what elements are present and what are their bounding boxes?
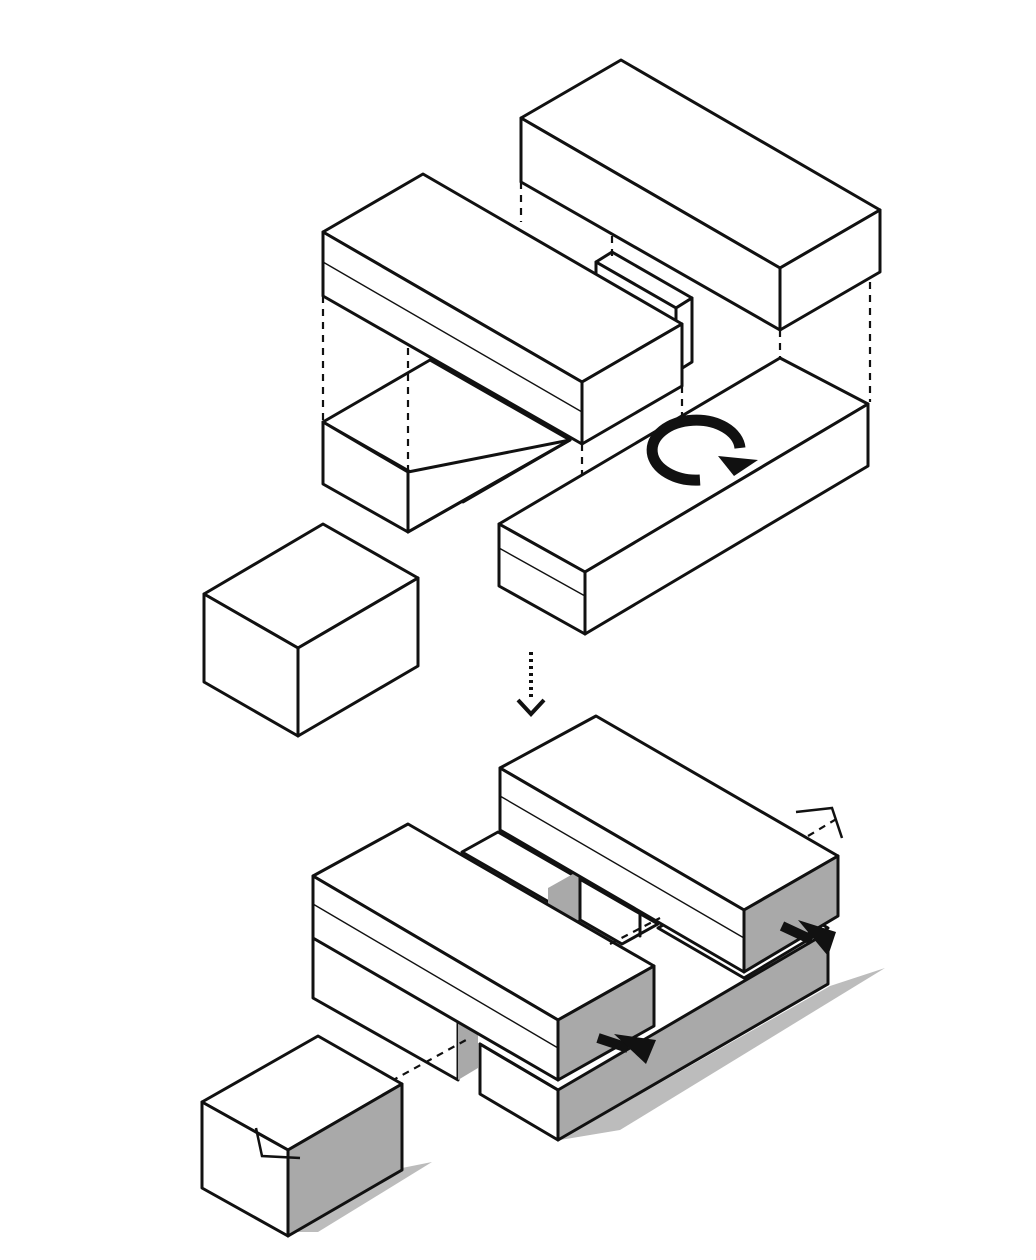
axis-arrow-icon: [795, 806, 844, 839]
assembled-cube-block: [200, 1034, 404, 1238]
cube-block: [202, 522, 420, 738]
move-down-arrow-icon: [516, 652, 546, 717]
move-arrow-icon: [596, 1033, 656, 1064]
assembled-massing: [200, 714, 885, 1238]
exploded-assembly: [202, 58, 882, 738]
upper-left-bar: [321, 172, 684, 446]
axis-arrow-icon: [254, 1127, 301, 1160]
ground-shadow: [560, 968, 885, 1140]
axis-line: [609, 917, 661, 945]
upper-right-bar: [519, 58, 882, 332]
move-arrow-icon: [779, 920, 836, 956]
assembled-right-upper-bar: [498, 714, 840, 974]
lower-right-bar: [497, 356, 870, 636]
axis-line: [807, 817, 839, 837]
lower-left-bar: [321, 358, 572, 534]
rotate-arrow-icon: [646, 414, 758, 486]
assembled-left-upper-bar: [311, 822, 656, 1082]
